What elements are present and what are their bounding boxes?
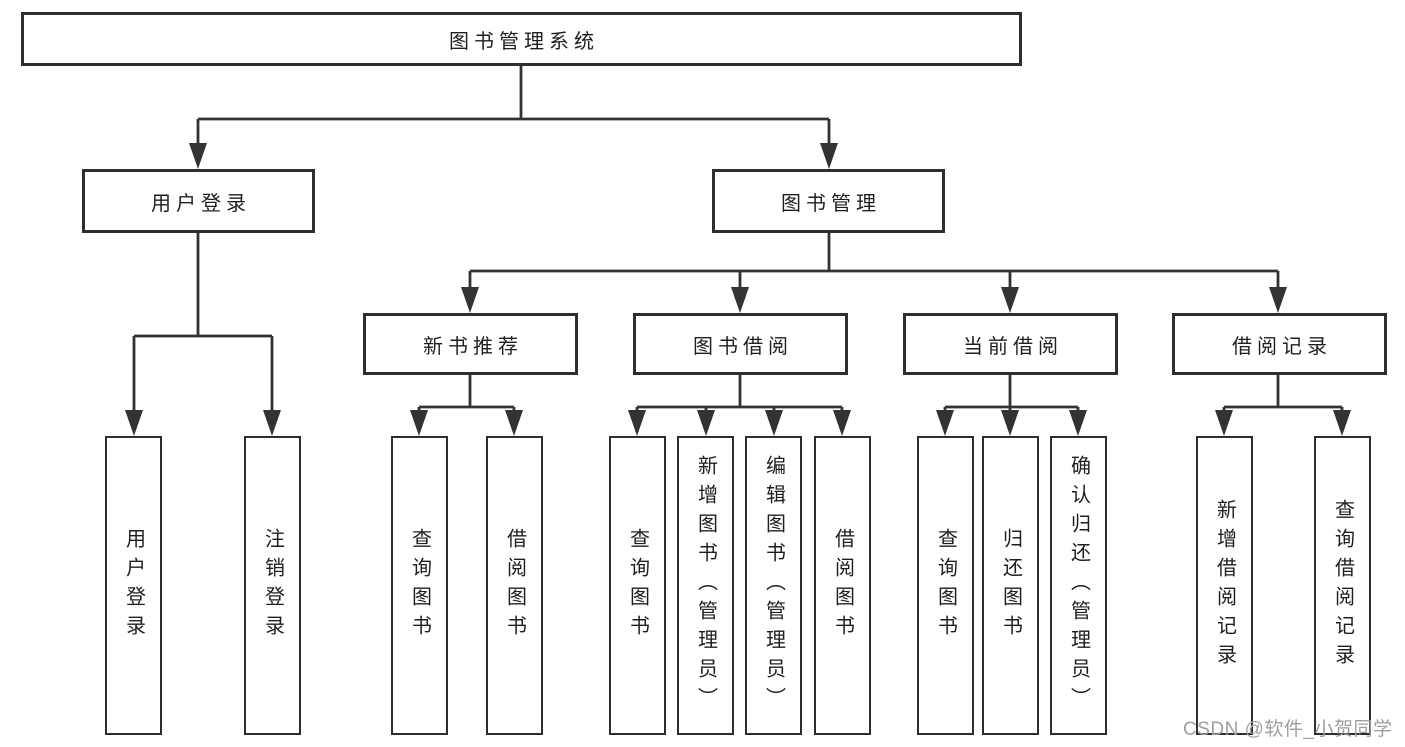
leaf-add-books-admin: 新增图书（管理员） [677, 436, 734, 735]
connector-lines [468, 233, 1280, 289]
node-user-login: 用户登录 [82, 169, 315, 233]
arrowhead [697, 410, 715, 436]
arrowhead [820, 143, 838, 169]
connector-lines [1222, 375, 1344, 412]
connector-borrow-records-to-leaves [1215, 375, 1351, 436]
arrowhead [1001, 287, 1019, 313]
leaf-add-borrow-record: 新增借阅记录 [1196, 436, 1253, 735]
arrowhead [833, 410, 851, 436]
node-root-system: 图书管理系统 [21, 12, 1022, 66]
leaf-user-login: 用户登录 [105, 436, 162, 735]
leaf-query-books-3: 查询图书 [917, 436, 974, 735]
arrowhead [1333, 410, 1351, 436]
leaf-confirm-return-admin: 确认归还（管理员） [1050, 436, 1107, 735]
arrowhead [189, 143, 207, 169]
arrowhead [731, 287, 749, 313]
leaf-borrow-books-2: 借阅图书 [814, 436, 871, 735]
watermark: CSDN @软件_小贺同学 [1183, 719, 1393, 740]
arrowhead [1069, 410, 1087, 436]
leaf-borrow-books-1: 借阅图书 [486, 436, 543, 735]
arrowhead [1269, 287, 1287, 313]
arrowhead [628, 410, 646, 436]
arrowhead [263, 410, 281, 436]
connector-lines [635, 375, 844, 412]
leaf-edit-books-admin: 编辑图书（管理员） [745, 436, 802, 735]
connector-new-book-recommend-to-leaves [410, 375, 523, 436]
arrowhead [410, 410, 428, 436]
node-book-borrow: 图书借阅 [633, 313, 848, 375]
node-book-management: 图书管理 [712, 169, 945, 233]
node-new-book-recommend: 新书推荐 [363, 313, 578, 375]
arrowhead [1215, 410, 1233, 436]
leaf-query-borrow-record: 查询借阅记录 [1314, 436, 1371, 735]
leaf-logout: 注销登录 [244, 436, 301, 735]
arrowhead [1001, 410, 1019, 436]
connector-book-management-to-level3 [461, 233, 1287, 313]
leaf-return-books: 归还图书 [982, 436, 1039, 735]
connector-lines [132, 233, 274, 412]
arrowhead [125, 410, 143, 436]
arrowhead [505, 410, 523, 436]
node-borrow-records: 借阅记录 [1172, 313, 1387, 375]
connector-book-borrow-to-leaves [628, 375, 851, 436]
node-current-borrow: 当前借阅 [903, 313, 1118, 375]
connector-current-borrow-to-leaves [936, 375, 1087, 436]
leaf-query-books-2: 查询图书 [609, 436, 666, 735]
connector-lines [196, 66, 831, 145]
connector-lines [943, 375, 1080, 412]
arrowhead [936, 410, 954, 436]
connector-root-to-level2 [189, 66, 838, 169]
connector-lines [417, 375, 516, 412]
leaf-query-books-1: 查询图书 [391, 436, 448, 735]
connector-user-login-to-leaves [125, 233, 281, 436]
arrowhead [765, 410, 783, 436]
arrowhead [461, 287, 479, 313]
